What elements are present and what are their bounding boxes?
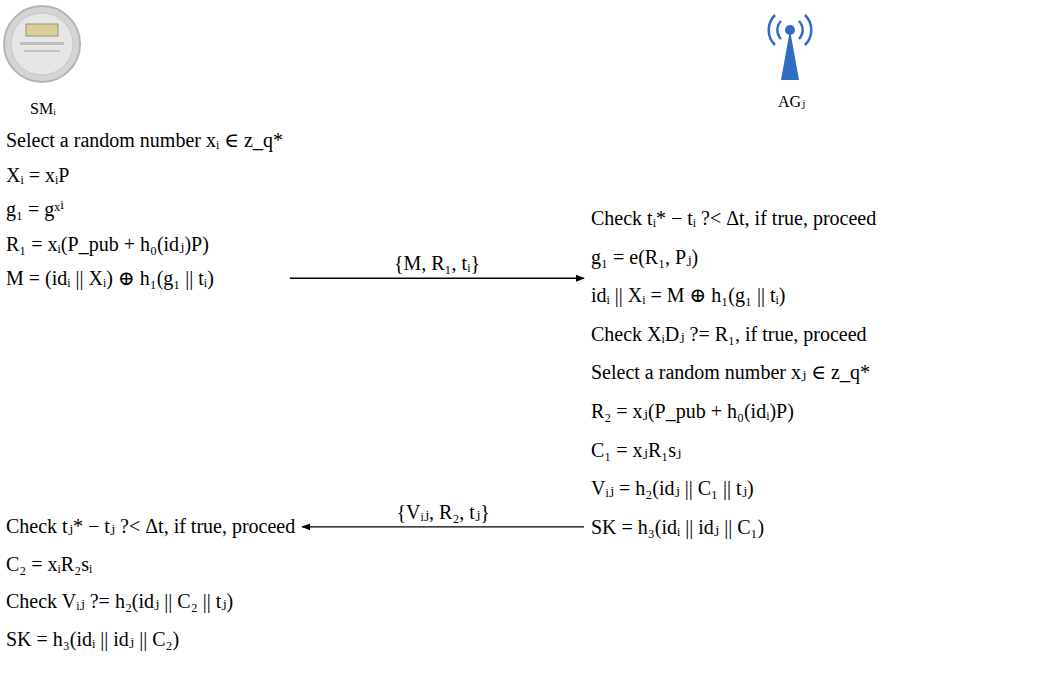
entity-name: SMᵢ [30,100,56,118]
step-block: Check tᵢ* − tᵢ ?< Δt, if true, proceedg₁… [588,199,879,546]
protocol-step: C₂ = xᵢR₂sᵢ [6,546,295,584]
message-arrow [290,278,584,279]
protocol-step: g₁ = e(R₁, Pⱼ) [591,238,876,277]
protocol-step: Vᵢⱼ = h₂(idⱼ || C₁ || tⱼ) [591,469,876,508]
protocol-step: Select a random number xⱼ ∈ z_q* [591,353,876,392]
protocol-step: M = (idᵢ || Xᵢ) ⊕ h₁(g₁ || tᵢ) [6,261,283,296]
protocol-step: Xᵢ = xᵢP [6,158,283,193]
signal-wave [769,15,775,45]
signal-wave [799,21,803,39]
message-arrow [302,526,584,527]
message-label: {M, R₁, tᵢ} [391,252,483,275]
meter-plate [20,42,64,45]
meter-body [4,6,80,82]
step-block: Check tⱼ* − tⱼ ?< Δt, if true, proceedC₂… [3,508,298,659]
message-label: {Vᵢⱼ, R₂, tⱼ} [393,500,492,524]
protocol-step: SK = h₃(idᵢ || idⱼ || C₁) [591,508,876,547]
protocol-step: R₂ = xⱼ(P_pub + h₀(idᵢ)P) [591,392,876,431]
signal-wave [805,15,811,45]
protocol-step: Check XᵢDⱼ ?= R₁, if true, proceed [591,315,876,354]
protocol-step: g₁ = gˣⁱ [6,192,283,227]
entity-name: AGⱼ [778,92,805,111]
meter-display [26,24,58,36]
protocol-step: R₁ = xᵢ(P_pub + h₀(idⱼ)P) [6,227,283,262]
meter-plate [24,50,60,52]
protocol-step: Check tⱼ* − tⱼ ?< Δt, if true, proceed [6,508,295,546]
step-block: Select a random number xᵢ ∈ z_q*Xᵢ = xᵢP… [3,123,286,296]
protocol-step: C₁ = xⱼR₁sⱼ [591,431,876,470]
gateway-tower-icon [769,15,812,80]
protocol-step: Select a random number xᵢ ∈ z_q* [6,123,283,158]
protocol-step: SK = h₃(idᵢ || idⱼ || C₂) [6,621,295,659]
meter-face [11,13,73,75]
protocol-step: idᵢ || Xᵢ = M ⊕ h₁(g₁ || tᵢ) [591,276,876,315]
smart-meter-icon [4,6,80,82]
protocol-step: Check tᵢ* − tᵢ ?< Δt, if true, proceed [591,199,876,238]
signal-wave [777,21,781,39]
protocol-step: Check Vᵢⱼ ?= h₂(idⱼ || C₂ || tⱼ) [6,583,295,621]
tower-antenna [785,25,795,35]
tower-mast [781,30,799,80]
